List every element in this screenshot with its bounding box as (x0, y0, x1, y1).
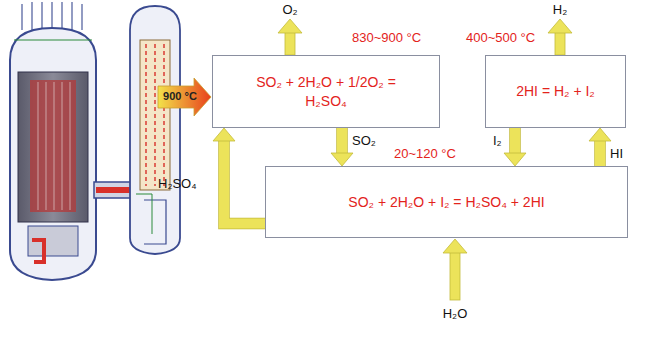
equation-text: SO₂ + 2H₂O + I₂ = H₂SO₄ + 2HI (348, 193, 544, 212)
arrowhead (589, 128, 611, 141)
product-label: O₂ (282, 2, 297, 18)
flow-arrow-body (510, 128, 520, 153)
water-inlet-arrow (443, 239, 467, 300)
heat-arrow (158, 78, 211, 116)
flow-arrow (504, 128, 526, 166)
feed-label: H₂O (443, 306, 468, 322)
product-label: H₂ (553, 2, 567, 18)
flow-arrow-body (595, 141, 605, 166)
flow-arrow (589, 128, 611, 166)
stream-label: I₂ (493, 133, 502, 149)
reaction-box: SO₂ + 2H₂O + 1/2O₂ = H₂SO₄ (212, 55, 440, 128)
arrowhead (504, 153, 526, 166)
arrowhead (331, 153, 353, 166)
hydrogen-outlet-arrow (548, 19, 572, 55)
flow-arrow-outline (336, 128, 348, 153)
equation-text: SO₂ + 2H₂O + 1/2O₂ = H₂SO₄ (251, 73, 401, 111)
arrowhead (213, 128, 235, 141)
reaction-box: 2HI = H₂ + I₂ (485, 55, 626, 128)
temperature-label: 900 °C (163, 90, 197, 103)
stream-label: H₂SO₄ (158, 176, 197, 192)
flow-arrow-outline (224, 141, 265, 224)
flow-arrow-outline (509, 128, 521, 153)
equation-text: 2HI = H₂ + I₂ (516, 82, 595, 101)
flow-arrow-body (337, 128, 347, 153)
flow-arrow-outline (594, 141, 606, 166)
flow-arrow (213, 128, 265, 224)
temperature-label: 400~500 °C (466, 30, 535, 46)
reaction-box: SO₂ + 2H₂O + I₂ = H₂SO₄ + 2HI (265, 166, 628, 238)
oxygen-outlet-arrow (278, 19, 302, 55)
temperature-label: 20~120 °C (394, 146, 456, 162)
heat-exchanger (130, 6, 180, 254)
stream-label: HI (610, 146, 623, 162)
flow-arrow-body (224, 141, 265, 224)
stream-label: SO₂ (352, 133, 376, 149)
flow-arrow (331, 128, 353, 166)
reactor-vessel (10, 2, 96, 280)
temperature-label: 830~900 °C (352, 30, 421, 46)
